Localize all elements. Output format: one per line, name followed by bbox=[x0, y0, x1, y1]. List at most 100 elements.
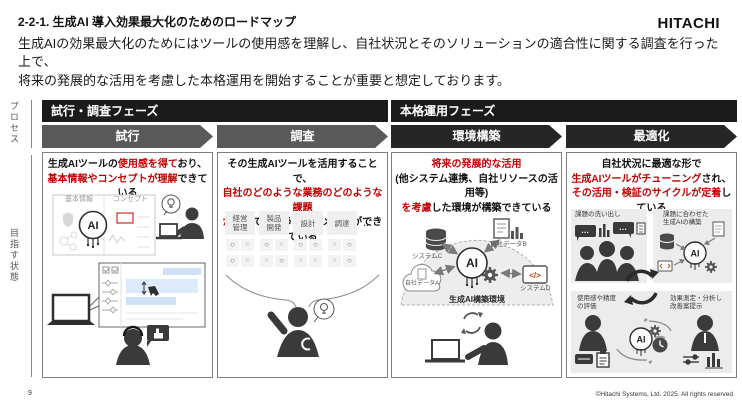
ai-label: AI bbox=[88, 220, 99, 232]
mini-chart-icon bbox=[599, 224, 610, 237]
person-head bbox=[484, 322, 502, 340]
issues-label: 課題の洗い出し bbox=[575, 211, 621, 218]
matrix-cell: ○ bbox=[309, 239, 322, 251]
build-ai-scene: AI bbox=[657, 221, 725, 273]
lead-line-1: 生成AIの効果最大化のためにはツールの使用感を理解し、自社状況とそのソリューショ… bbox=[18, 36, 719, 70]
data-a-label: 自社データA bbox=[405, 281, 440, 287]
bar-chart-icon bbox=[705, 353, 723, 369]
link-arrows bbox=[673, 237, 716, 266]
reviewer-scene bbox=[47, 293, 169, 365]
person-head bbox=[185, 207, 199, 221]
laptop-screen-icon bbox=[51, 293, 91, 323]
list-icon bbox=[636, 222, 646, 235]
matrix-cell: × bbox=[241, 255, 254, 267]
environment-illustration: AI </> bbox=[392, 209, 561, 377]
svg-text:…: … bbox=[581, 226, 589, 235]
analyze-label: 効果測定・分析し 改善案提示 bbox=[670, 295, 722, 311]
lead-line-2: 将来の発展的な活用を考慮した本格運用を開始することが重要と想定しております。 bbox=[18, 72, 510, 88]
ai-tuning-icon: AI bbox=[616, 318, 672, 364]
step-arrow-environment: 環境構築 bbox=[391, 125, 562, 148]
person-body bbox=[180, 223, 204, 239]
clock-icon bbox=[652, 335, 668, 353]
process-label: プロセス bbox=[9, 101, 19, 145]
process-divider bbox=[31, 100, 32, 148]
matrix-cell: × bbox=[260, 255, 273, 267]
database-icon bbox=[659, 233, 675, 250]
document-icon bbox=[712, 221, 725, 237]
system-c-label: システムC bbox=[412, 253, 443, 260]
gear-icon bbox=[482, 267, 498, 283]
step-arrow-research: 調査 bbox=[217, 125, 388, 148]
trial-illustration-svg: AI bbox=[47, 194, 206, 365]
speech-bubble-icon bbox=[613, 222, 634, 234]
phase-bar-trial-research: 試行・調査フェーズ bbox=[42, 100, 388, 122]
goal-state-label: 目指す状態 bbox=[9, 228, 19, 283]
ai-head-icon: AI bbox=[683, 241, 707, 270]
lightbulb-bubble-icon bbox=[313, 298, 335, 323]
lightbulb-bubble-icon bbox=[161, 194, 181, 216]
matrix-cell: × bbox=[294, 255, 307, 267]
hand-cursor-icon bbox=[141, 281, 159, 296]
checkbox-icons bbox=[102, 266, 119, 274]
presenter-person bbox=[267, 307, 319, 357]
matrix-cell: × bbox=[309, 255, 322, 267]
matrix-cell: ○ bbox=[343, 255, 356, 267]
evaluation-scene bbox=[575, 315, 610, 368]
goal-box-research: その生成AIツールを活用することで、 自社のどのような業務のどのような課題 が解… bbox=[217, 152, 388, 378]
matrix-cell: ○ bbox=[343, 239, 356, 251]
matrix-row: ○× ○× ○○ ×○ bbox=[225, 239, 380, 251]
person-body bbox=[579, 331, 607, 351]
sliders-icon bbox=[683, 354, 699, 365]
matrix-cell: ○ bbox=[226, 239, 239, 251]
evaluate-label: 使用感や精度 の評価 bbox=[577, 295, 616, 311]
concept-card: AI bbox=[52, 194, 156, 256]
code-glyph: </> bbox=[529, 271, 541, 280]
copyright-notice: ©Hitachi Systems, Ltd. 2025. All rights … bbox=[595, 391, 733, 398]
network-icon bbox=[59, 231, 78, 251]
matrix-cell: ○ bbox=[226, 255, 239, 267]
matrix-cell: × bbox=[241, 239, 254, 251]
svg-text:…: … bbox=[619, 223, 627, 232]
goal-box-optimization: 自社状況に最適な形で 生成AIツールがチューニングされ、 その活用・検証のサイク… bbox=[566, 152, 737, 378]
code-window-icon: </> bbox=[522, 265, 548, 284]
research-illustration: 経営 管理 製品 開発 設計 調達 … ○× ○× ○○ ×○ ○× ×○ ××… bbox=[218, 209, 387, 377]
page-title: 2-2-1. 生成AI 導入効果最大化のためのロードマップ bbox=[18, 15, 297, 29]
matrix-header: 経営 管理 bbox=[225, 211, 255, 235]
matrix-cell: ○ bbox=[275, 255, 288, 267]
gear-icon bbox=[705, 261, 717, 273]
ai-label: AI bbox=[466, 256, 478, 270]
person-head bbox=[124, 329, 142, 347]
cycle-arrows-icon bbox=[624, 269, 659, 305]
matrix-more-ellipsis: … bbox=[363, 218, 372, 228]
task-matrix-headers: 経営 管理 製品 開発 設計 調達 … bbox=[225, 211, 380, 235]
person-head bbox=[585, 315, 601, 331]
raised-arm bbox=[267, 311, 288, 335]
speech-bubble-icon bbox=[575, 225, 596, 237]
builder-scene bbox=[425, 322, 508, 365]
ai-head-icon: AI bbox=[78, 210, 108, 249]
phase-bar-operation: 本格運用フェーズ bbox=[391, 100, 737, 122]
optimization-svg: … … bbox=[571, 209, 732, 373]
matrix-header: 設計 bbox=[293, 211, 323, 235]
person-head bbox=[288, 307, 308, 327]
user-with-laptop bbox=[156, 194, 204, 240]
environment-svg: AI </> bbox=[400, 218, 554, 365]
people-group bbox=[575, 241, 639, 281]
refresh-icon bbox=[461, 312, 483, 334]
shield-icon bbox=[63, 212, 73, 227]
step-arrow-trial: 試行 bbox=[42, 125, 213, 148]
app-screenshot-bubble bbox=[82, 262, 206, 328]
waveform-icon bbox=[108, 234, 126, 244]
laptop-icon bbox=[159, 223, 178, 237]
clipboard-icon bbox=[596, 351, 610, 368]
svg-text:AI: AI bbox=[691, 249, 700, 259]
headset-icon bbox=[122, 325, 144, 337]
goal-divider bbox=[31, 155, 32, 377]
page-number: 9 bbox=[28, 390, 32, 397]
trial-illustration: AI bbox=[43, 191, 212, 377]
goal-box-trial: 生成AIツールの使用感を得ており、 基本情報やコンセプトが理解できている bbox=[42, 152, 213, 378]
data-b-label: 自社データB bbox=[490, 241, 527, 248]
laptop-base bbox=[47, 321, 95, 325]
matrix-cell: ○ bbox=[294, 239, 307, 251]
